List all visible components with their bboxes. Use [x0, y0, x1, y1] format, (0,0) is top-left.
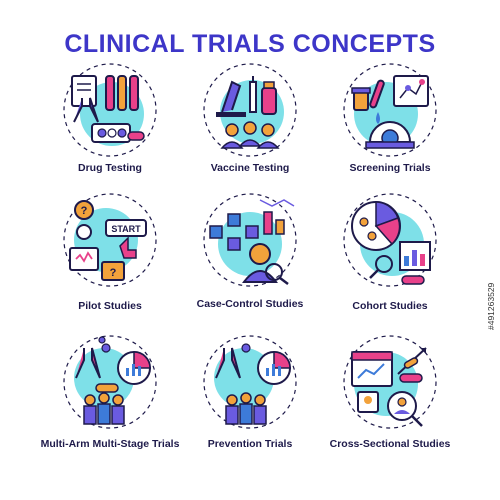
- stock-id: #491263529: [486, 282, 496, 330]
- concept-label: Screening Trials: [349, 162, 431, 174]
- concept-multi-arm-trials: Multi-Arm Multi-Stage Trials: [40, 334, 180, 472]
- start-text: START: [111, 224, 141, 234]
- drug-testing-icon: [63, 63, 157, 157]
- concept-drug-testing: Drug Testing: [40, 62, 180, 192]
- screening-trials-icon: [343, 63, 437, 157]
- concept-screening-trials: Screening Trials: [320, 62, 460, 192]
- concept-pilot-studies: ? START ? Pilot Studies: [40, 192, 180, 334]
- cohort-studies-icon: [343, 193, 437, 287]
- concept-case-control-studies: Case-Control Studies: [180, 192, 320, 334]
- concept-cohort-studies: Cohort Studies: [320, 192, 460, 334]
- svg-text:?: ?: [81, 205, 88, 217]
- cross-sectional-studies-icon: [343, 335, 437, 429]
- concept-label: Cross-Sectional Studies: [329, 438, 451, 450]
- concept-cross-sectional-studies: Cross-Sectional Studies: [320, 334, 460, 472]
- concept-label: Drug Testing: [78, 162, 142, 174]
- concept-label: Multi-Arm Multi-Stage Trials: [40, 438, 180, 450]
- case-control-studies-icon: [203, 193, 297, 287]
- prevention-trials-icon: [203, 335, 297, 429]
- concept-label: Prevention Trials: [207, 438, 293, 450]
- vaccine-testing-icon: [203, 63, 297, 157]
- concept-prevention-trials: Prevention Trials: [180, 334, 320, 472]
- page-title: CLINICAL TRIALS CONCEPTS: [64, 30, 436, 58]
- concepts-grid: Drug Testing Vaccine Testing: [40, 62, 460, 472]
- concept-label: Case-Control Studies: [196, 298, 304, 310]
- multi-arm-trials-icon: [63, 335, 157, 429]
- svg-text:?: ?: [110, 267, 117, 279]
- concept-label: Cohort Studies: [352, 300, 428, 312]
- pilot-studies-icon: ? START ?: [63, 193, 157, 287]
- concept-label: Pilot Studies: [78, 300, 142, 312]
- concept-vaccine-testing: Vaccine Testing: [180, 62, 320, 192]
- concept-label: Vaccine Testing: [210, 162, 290, 174]
